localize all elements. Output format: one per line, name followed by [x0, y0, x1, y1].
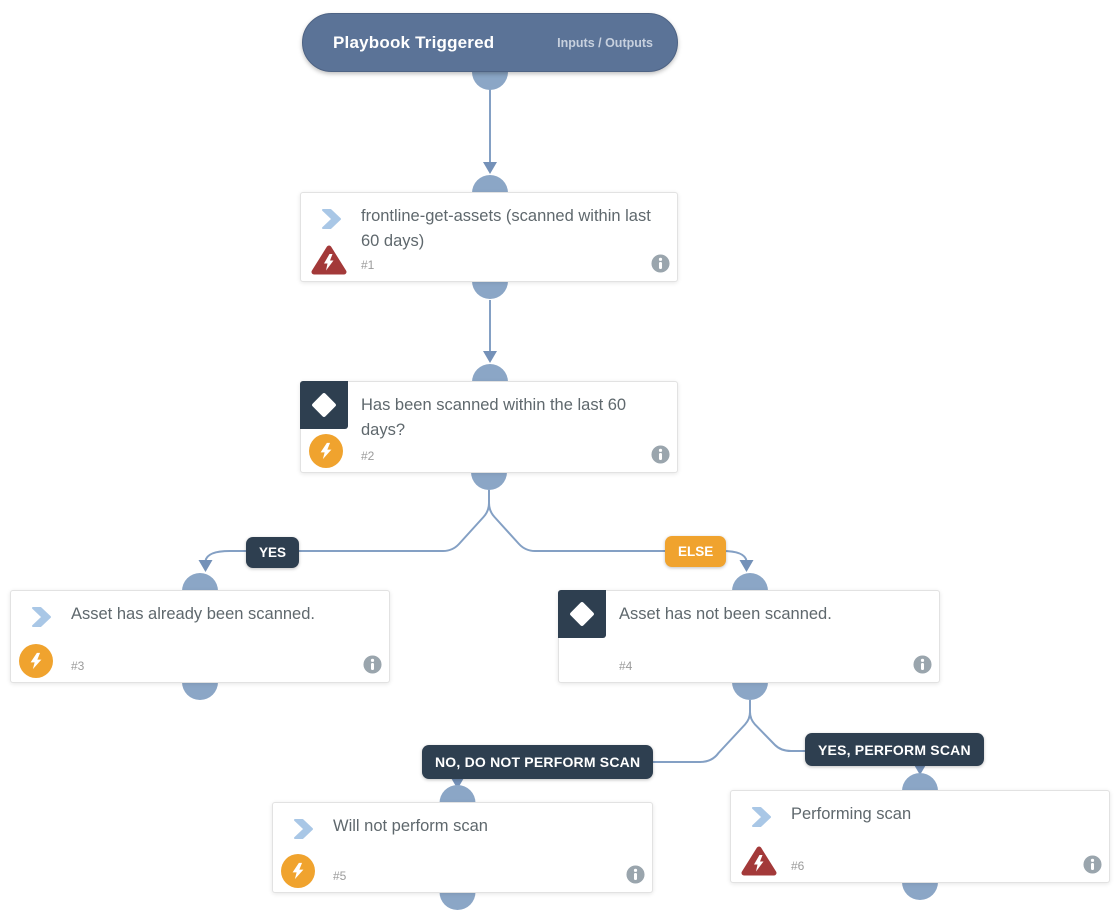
- info-icon[interactable]: [651, 445, 670, 464]
- diamond-icon: [558, 590, 606, 638]
- connector-dome: [472, 364, 508, 382]
- chevron-right-icon: [294, 819, 313, 839]
- info-icon[interactable]: [363, 655, 382, 674]
- node-id: #3: [71, 659, 85, 673]
- condition-node-4[interactable]: Asset has not been scanned. #4: [558, 590, 940, 683]
- connector-dome: [471, 472, 507, 490]
- branch-label-yes: YES: [246, 537, 300, 568]
- lightning-circle-icon: [281, 854, 315, 888]
- arrow-down: [198, 560, 213, 572]
- connector-dome: [732, 682, 768, 700]
- connector-dome: [472, 175, 508, 193]
- branch-label-else: ELSE: [665, 536, 727, 567]
- node-id: #4: [619, 659, 633, 673]
- branch-label-yes-scan: YES, PERFORM SCAN: [805, 733, 984, 766]
- node-title: Has been scanned within the last 60 days…: [361, 396, 627, 439]
- branch-label-no-scan: NO, DO NOT PERFORM SCAN: [422, 745, 654, 779]
- task-node-1[interactable]: frontline-get-assets (scanned within las…: [300, 192, 678, 282]
- node-title: frontline-get-assets (scanned within las…: [361, 207, 651, 250]
- condition-node-2[interactable]: Has been scanned within the last 60 days…: [300, 381, 678, 473]
- error-triangle-lightning-icon: [741, 846, 777, 876]
- node-title: Asset has not been scanned.: [619, 605, 832, 623]
- connector-dome: [472, 281, 508, 299]
- node-title: Asset has already been scanned.: [71, 605, 315, 623]
- connector-dome: [182, 573, 218, 591]
- connector-dome: [732, 573, 768, 591]
- arrow-down: [483, 162, 497, 174]
- node-title: Will not perform scan: [333, 817, 488, 835]
- connector-dome: [472, 72, 508, 90]
- connector-dome: [182, 682, 218, 700]
- chevron-right-icon: [32, 607, 51, 627]
- info-icon[interactable]: [626, 865, 645, 884]
- node-id: #2: [361, 449, 375, 463]
- task-node-5[interactable]: Will not perform scan #5: [272, 802, 653, 893]
- trigger-title: Playbook Triggered: [333, 32, 495, 52]
- lightning-circle-icon: [19, 644, 53, 678]
- connector-dome: [902, 773, 938, 791]
- info-icon[interactable]: [913, 655, 932, 674]
- task-node-6[interactable]: Performing scan #6: [730, 790, 1110, 883]
- error-triangle-lightning-icon: [311, 245, 347, 275]
- task-node-3[interactable]: Asset has already been scanned. #3: [10, 590, 390, 683]
- info-icon[interactable]: [651, 254, 670, 273]
- arrow-down: [483, 351, 497, 363]
- node-id: #1: [361, 258, 375, 272]
- chevron-right-icon: [752, 807, 771, 827]
- connector-dome: [439, 785, 476, 803]
- edge-4-yesscan: [749, 711, 807, 752]
- playbook-trigger-node[interactable]: Playbook Triggered Inputs / Outputs: [302, 13, 678, 72]
- connector-dome: [902, 882, 938, 900]
- info-icon[interactable]: [1083, 855, 1102, 874]
- inputs-outputs-link[interactable]: Inputs / Outputs: [557, 35, 653, 50]
- connector-dome: [439, 892, 476, 910]
- arrow-down: [739, 560, 754, 572]
- node-title: Performing scan: [791, 805, 912, 823]
- diamond-icon: [300, 381, 348, 429]
- chevron-right-icon: [322, 209, 341, 229]
- node-id: #5: [333, 869, 347, 883]
- lightning-circle-icon: [309, 434, 343, 468]
- node-id: #6: [791, 859, 805, 873]
